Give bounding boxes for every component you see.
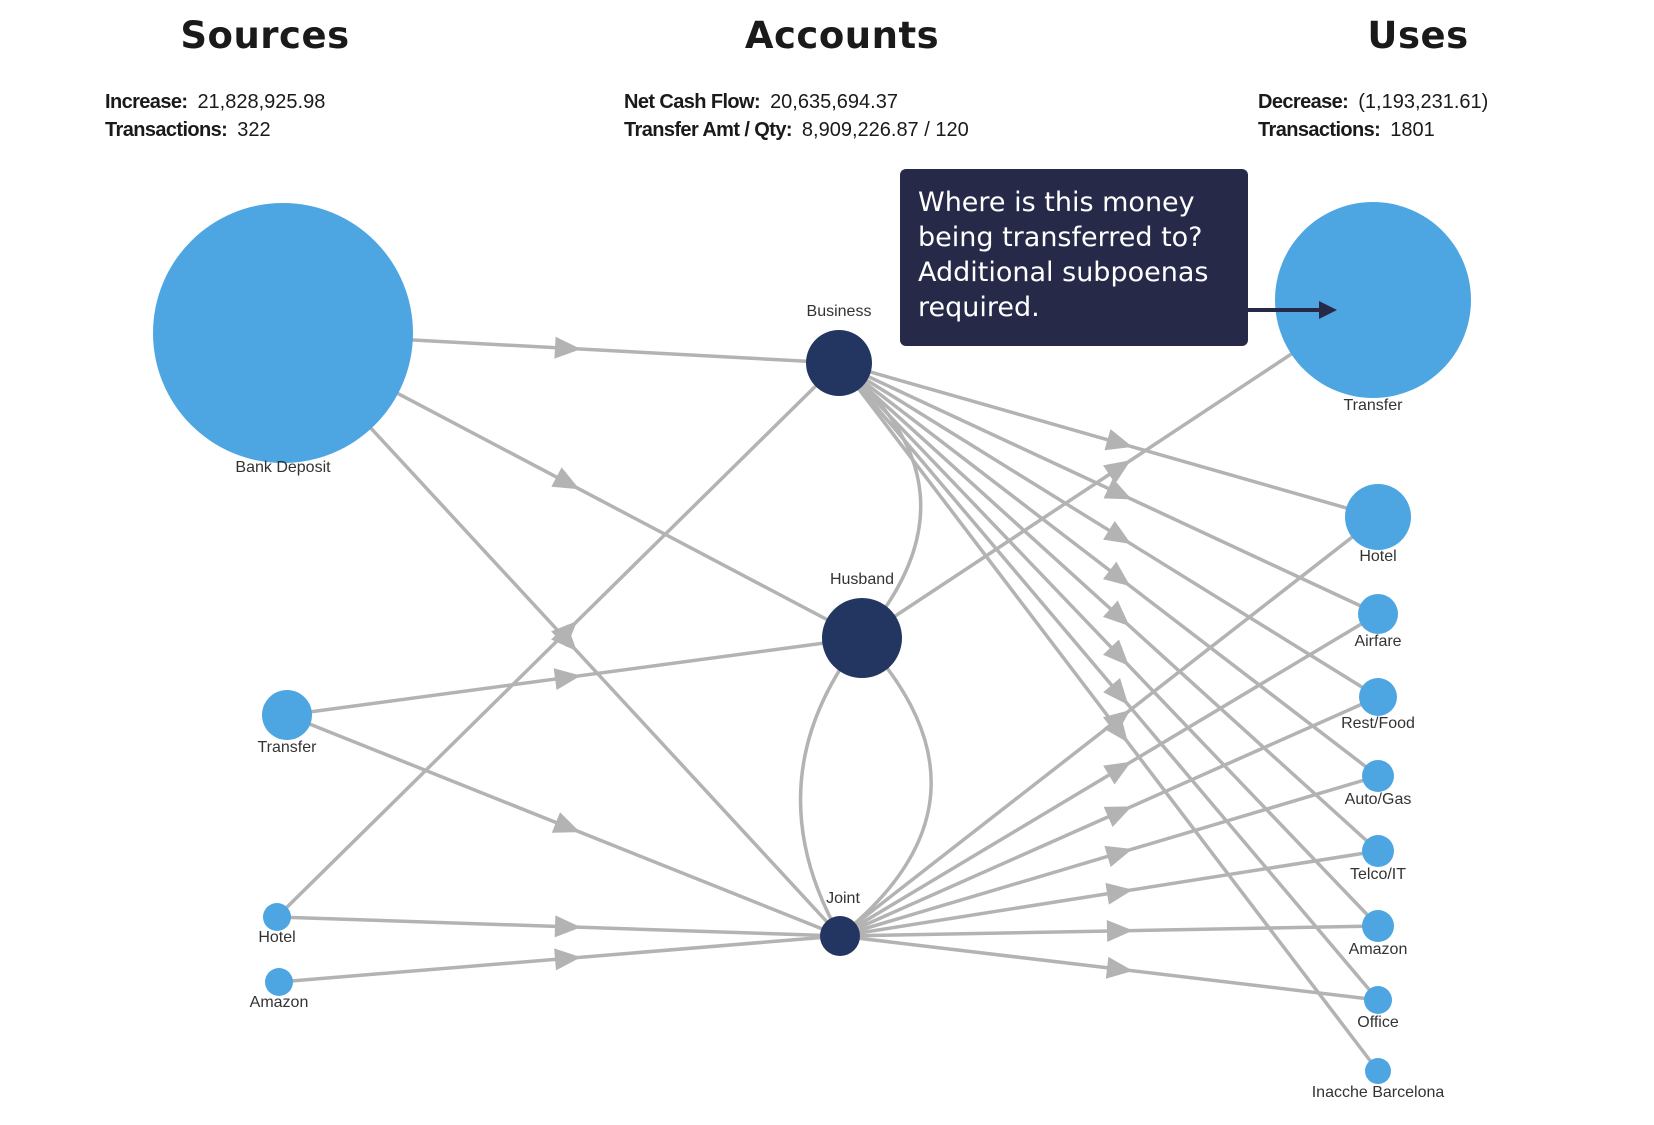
- arrowhead-acc-business-to-use-office: [1103, 678, 1129, 706]
- arrowhead-src-hotel-to-acc-business: [551, 621, 578, 648]
- use-hotel-label: Hotel: [1359, 548, 1396, 565]
- arrowhead-acc-business-to-use-auto-gas: [1102, 561, 1131, 587]
- arrowhead-acc-joint-to-use-telco-it: [1105, 882, 1133, 905]
- annotation-callout: Where is this money being transferred to…: [900, 169, 1248, 346]
- use-auto-gas-label: Auto/Gas: [1345, 791, 1412, 808]
- accounts-stats: Net Cash Flow: 20,635,694.37 Transfer Amt…: [624, 88, 969, 144]
- use-hotel-node[interactable]: [1345, 484, 1411, 550]
- use-transfer-label: Transfer: [1344, 397, 1404, 414]
- sources-title: Sources: [180, 14, 350, 57]
- arrowhead-acc-business-to-use-amazon: [1103, 639, 1129, 666]
- accounts-transfer-amt-value: 8,909,226.87 / 120: [801, 119, 969, 141]
- use-inacche-label: Inacche Barcelona: [1312, 1084, 1445, 1101]
- acc-business-label: Business: [807, 303, 872, 320]
- src-amazon-node[interactable]: [265, 968, 293, 996]
- acc-business-node[interactable]: [806, 330, 872, 396]
- arrowhead-src-transfer-to-acc-husband: [553, 668, 581, 690]
- use-transfer-node[interactable]: [1275, 202, 1471, 398]
- sources-transactions-value: 322: [237, 119, 271, 141]
- edge-acc-business-to-use-telco-it: [837, 361, 1380, 853]
- arrowhead-acc-joint-to-use-hotel: [1102, 709, 1131, 735]
- arrowhead-acc-joint-to-use-auto-gas: [1104, 845, 1133, 867]
- arrowhead-acc-joint-to-use-airfare: [1103, 761, 1132, 785]
- sources-increase-label: Increase:: [105, 91, 188, 113]
- accounts-title: Accounts: [744, 14, 940, 57]
- nodes-layer: [153, 202, 1471, 1084]
- arrowhead-acc-husband-to-use-transfer: [1103, 460, 1131, 484]
- use-airfare-label: Airfare: [1354, 633, 1401, 650]
- annotation-pointer-arrowhead: [1319, 301, 1337, 319]
- use-telco-it-label: Telco/IT: [1350, 866, 1406, 883]
- use-inacche-node[interactable]: [1365, 1058, 1391, 1084]
- src-hotel-label: Hotel: [258, 929, 295, 946]
- annotation-layer: [1248, 301, 1337, 319]
- use-office-label: Office: [1357, 1014, 1399, 1031]
- src-amazon-label: Amazon: [250, 994, 309, 1011]
- src-bank-deposit-label: Bank Deposit: [235, 459, 331, 476]
- sources-stats: Increase: 21,828,925.98 Transactions: 322: [105, 88, 325, 144]
- edge-acc-business-to-use-rest-food: [838, 361, 1379, 699]
- arrowhead-acc-business-to-use-airfare: [1103, 478, 1132, 500]
- use-auto-gas-node[interactable]: [1362, 760, 1394, 792]
- use-rest-food-label: Rest/Food: [1341, 715, 1415, 732]
- uses-stats: Decrease: (1,193,231.61) Transactions: 180…: [1258, 88, 1488, 144]
- use-rest-food-node[interactable]: [1359, 678, 1397, 716]
- sources-transactions-label: Transactions:: [105, 119, 228, 141]
- edge-acc-business-to-use-office: [837, 361, 1380, 1002]
- src-transfer-node[interactable]: [262, 690, 312, 740]
- src-bank-deposit-node[interactable]: [153, 203, 413, 463]
- edge-acc-joint-to-use-hotel: [838, 515, 1380, 938]
- src-hotel-node[interactable]: [263, 903, 291, 931]
- edge-acc-joint-to-acc-husband: [798, 636, 864, 937]
- uses-transactions-value: 1801: [1390, 119, 1435, 141]
- uses-title: Uses: [1367, 14, 1469, 57]
- edge-acc-husband-to-acc-joint: [838, 636, 933, 938]
- arrowhead-acc-business-to-use-hotel: [1104, 429, 1133, 451]
- arrowhead-acc-business-to-use-rest-food: [1103, 520, 1132, 544]
- arrowhead-acc-joint-to-use-rest-food: [1103, 806, 1132, 827]
- arrowhead-acc-business-to-use-telco-it: [1102, 600, 1130, 627]
- arrowhead-src-hotel-to-acc-joint: [554, 915, 581, 938]
- use-airfare-node[interactable]: [1358, 594, 1398, 634]
- use-amazon-node[interactable]: [1362, 910, 1394, 942]
- acc-joint-node[interactable]: [820, 916, 860, 956]
- use-amazon-label: Amazon: [1349, 941, 1408, 958]
- arrowhead-acc-joint-to-use-amazon: [1106, 920, 1133, 943]
- labels-layer: Bank DepositTransferHotelAmazonBusinessH…: [235, 303, 1444, 1101]
- uses-decrease-value: (1,193,231.61): [1358, 91, 1489, 113]
- edge-src-hotel-to-acc-business: [275, 361, 841, 919]
- accounts-transfer-amt-label: Transfer Amt / Qty:: [624, 119, 793, 141]
- use-office-node[interactable]: [1364, 986, 1392, 1014]
- src-transfer-label: Transfer: [258, 739, 318, 756]
- arrowhead-src-transfer-to-acc-joint: [551, 812, 581, 833]
- accounts-net-cash-flow-value: 20,635,694.37: [770, 91, 898, 113]
- arrowhead-acc-joint-to-use-office: [1105, 956, 1133, 979]
- edge-acc-business-to-use-amazon: [837, 361, 1380, 928]
- accounts-net-cash-flow-label: Net Cash Flow:: [624, 91, 761, 113]
- acc-husband-node[interactable]: [822, 598, 902, 678]
- arrowhead-src-amazon-to-acc-joint: [554, 948, 581, 971]
- acc-joint-label: Joint: [826, 890, 860, 907]
- acc-husband-label: Husband: [830, 571, 894, 588]
- edges-layer: [275, 298, 1380, 1073]
- edge-acc-business-to-use-auto-gas: [837, 361, 1380, 778]
- arrowhead-src-bank-deposit-to-acc-husband: [551, 467, 580, 490]
- use-telco-it-node[interactable]: [1362, 835, 1394, 867]
- uses-transactions-label: Transactions:: [1258, 119, 1381, 141]
- uses-decrease-label: Decrease:: [1258, 91, 1349, 113]
- arrowhead-src-bank-deposit-to-acc-business: [554, 336, 581, 359]
- sources-increase-value: 21,828,925.98: [197, 91, 326, 113]
